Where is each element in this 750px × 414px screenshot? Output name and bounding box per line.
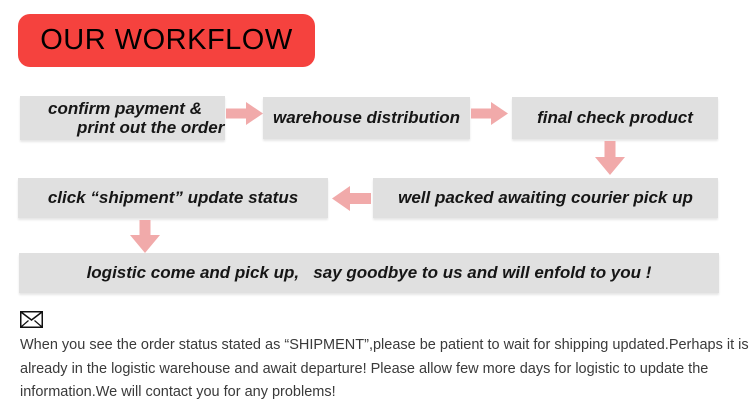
step-confirm-payment-line2: print out the order [77,118,225,137]
step-click-shipment: click “shipment” update status [18,178,328,218]
step-well-packed: well packed awaiting courier pick up [373,178,718,218]
arrow-right-icon [226,102,263,125]
shipment-note-line3: information.We will contact you for any … [20,384,336,400]
step-click-shipment-label: click “shipment” update status [47,188,299,207]
shipment-note-line2: already in the logistic warehouse and aw… [20,360,709,377]
page-title-label: OUR WORKFLOW [40,24,293,56]
arrow-down-icon [595,141,625,175]
step-warehouse-distribution: warehouse distribution [263,97,470,139]
step-warehouse-distribution-label: warehouse distribution [272,108,461,127]
page-title: OUR WORKFLOW [18,14,315,67]
arrow-left-icon [332,186,371,211]
step-final-check-label: final check product [537,108,693,127]
step-confirm-payment-line1: confirm payment & [48,99,202,118]
arrow-right-icon [471,102,508,125]
shipment-note-line1: When you see the order status stated as … [20,337,749,353]
step-final-check: final check product [512,97,718,139]
shipment-note: When you see the order status stated as … [20,334,749,405]
step-well-packed-label: well packed awaiting courier pick up [398,188,693,207]
step-logistic-pickup-label: logistic come and pick up, say goodbye t… [86,263,652,282]
envelope-icon [20,311,43,328]
arrow-down-icon [130,220,160,253]
step-logistic-pickup: logistic come and pick up, say goodbye t… [19,253,719,293]
step-confirm-payment: confirm payment & print out the order [20,96,225,140]
